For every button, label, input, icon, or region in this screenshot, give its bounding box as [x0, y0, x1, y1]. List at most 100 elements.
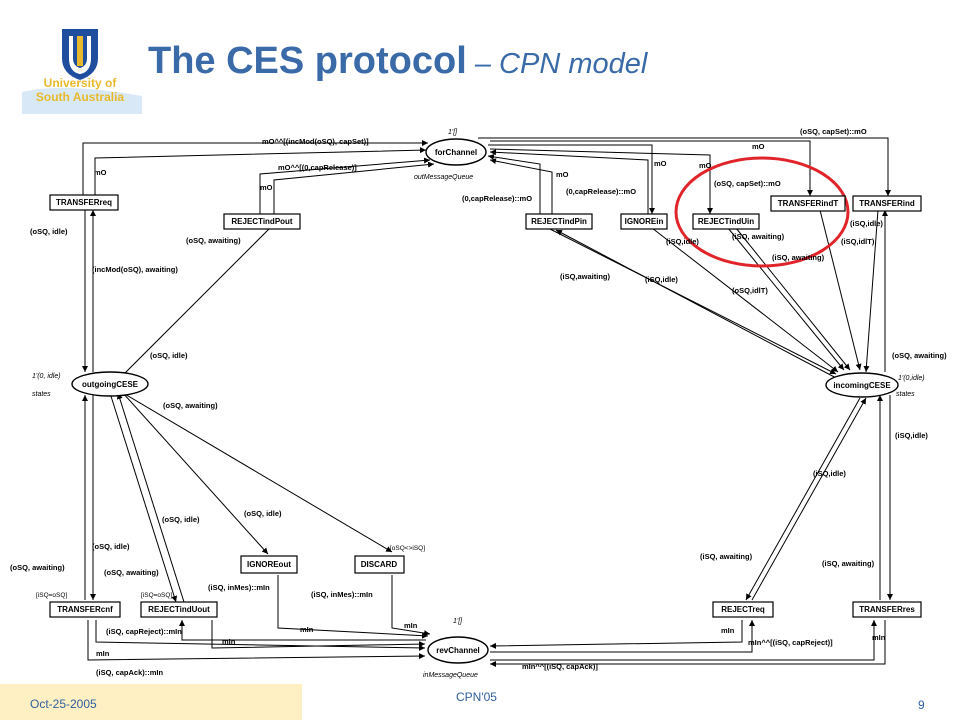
- svg-text:outMessageQueue: outMessageQueue: [414, 174, 473, 181]
- svg-text:(iSQ, awaiting): (iSQ, awaiting): [732, 232, 785, 241]
- svg-text:(iSQ, inMes)::mIn: (iSQ, inMes)::mIn: [311, 590, 373, 599]
- svg-text:TRANSFERcnf: TRANSFERcnf: [57, 605, 113, 614]
- svg-text:revChannel: revChannel: [436, 646, 480, 655]
- svg-text:TRANSFERreq: TRANSFERreq: [56, 198, 112, 207]
- transition-REJECTindPin: REJECTindPin: [525, 213, 593, 230]
- svg-text:(iSQ, awaiting): (iSQ, awaiting): [772, 253, 825, 262]
- svg-text:REJECTindUin: REJECTindUin: [698, 217, 754, 226]
- svg-text:(iSQ, awaiting): (iSQ, awaiting): [700, 552, 753, 561]
- svg-text:(oSQ,idlT): (oSQ,idlT): [732, 286, 768, 295]
- svg-text:(oSQ, idle): (oSQ, idle): [92, 542, 130, 551]
- guard-rejectinduout: [iSQ=oSQ]: [141, 592, 172, 599]
- svg-text:TRANSFERind: TRANSFERind: [859, 199, 915, 208]
- svg-text:mIn: mIn: [721, 626, 735, 635]
- arc-labels: mO^^[(incMod(oSQ), capSet)] mO^^[(0,capR…: [10, 127, 947, 677]
- svg-text:(oSQ, awaiting): (oSQ, awaiting): [10, 563, 65, 572]
- svg-text:(oSQ, idle): (oSQ, idle): [162, 515, 200, 524]
- transition-TRANSFERcnf: TRANSFERcnf: [49, 601, 121, 618]
- transition-REJECTindPout: REJECTindPout: [223, 213, 301, 230]
- svg-text:1'[]: 1'[]: [448, 129, 458, 136]
- svg-text:(oSQ, awaiting): (oSQ, awaiting): [104, 568, 159, 577]
- place-forChannel: forChannel 1'[] outMessageQueue: [414, 129, 487, 181]
- university-line1: University of: [43, 76, 117, 90]
- svg-text:mIn: mIn: [222, 637, 236, 646]
- svg-text:(iSQ, capReject)::mIn: (iSQ, capReject)::mIn: [106, 627, 182, 636]
- footer-bar: [0, 684, 302, 720]
- svg-text:(iSQ,idle): (iSQ,idle): [813, 469, 846, 478]
- svg-text:(oSQ, idle): (oSQ, idle): [244, 509, 282, 518]
- svg-text:1'(0,idle): 1'(0,idle): [898, 375, 925, 382]
- svg-text:mO: mO: [94, 168, 107, 177]
- svg-text:(oSQ, awaiting): (oSQ, awaiting): [186, 236, 241, 245]
- svg-text:inMessageQueue: inMessageQueue: [423, 672, 478, 679]
- svg-text:TRANSFERindT: TRANSFERindT: [778, 199, 839, 208]
- svg-text:mIn^^[(iSQ, capAck)]: mIn^^[(iSQ, capAck)]: [522, 662, 598, 671]
- svg-text:states: states: [896, 391, 915, 398]
- svg-text:(oSQ, capSet)::mO: (oSQ, capSet)::mO: [800, 127, 867, 136]
- slide-title: The CES protocol – CPN model: [148, 40, 647, 83]
- transition-DISCARD: DISCARD: [354, 555, 405, 574]
- guard-transfercnf: [iSQ=oSQ]: [36, 592, 67, 599]
- svg-text:mIn: mIn: [300, 625, 314, 634]
- svg-text:(0,capRelease)::mO: (0,capRelease)::mO: [566, 187, 636, 196]
- svg-text:(iSQ, inMes)::mIn: (iSQ, inMes)::mIn: [208, 583, 270, 592]
- transition-IGNOREout: IGNOREout: [240, 555, 298, 574]
- transition-TRANSFERreq: TRANSFERreq: [49, 194, 119, 211]
- svg-text:IGNOREin: IGNOREin: [625, 217, 664, 226]
- svg-text:mIn: mIn: [96, 649, 110, 658]
- svg-text:1'(0, idle): 1'(0, idle): [32, 373, 61, 380]
- title-main: The CES protocol: [148, 40, 467, 82]
- place-incomingCESE: incomingCESE 1'(0,idle) states: [825, 372, 925, 398]
- university-line2: South Australia: [35, 90, 125, 104]
- transition-TRANSFERres: TRANSFERres: [852, 601, 922, 618]
- university-logo: [22, 29, 142, 114]
- svg-text:REJECTreq: REJECTreq: [721, 605, 765, 614]
- svg-text:(oSQ, awaiting): (oSQ, awaiting): [163, 401, 218, 410]
- svg-text:mO: mO: [260, 183, 273, 192]
- svg-text:outgoingCESE: outgoingCESE: [82, 380, 139, 389]
- svg-text:incomingCESE: incomingCESE: [833, 381, 891, 390]
- svg-text:mIn: mIn: [872, 633, 886, 642]
- svg-text:mIn^^[(iSQ, capReject)]: mIn^^[(iSQ, capReject)]: [748, 638, 833, 647]
- university-name: University of South Australia: [24, 76, 136, 104]
- svg-text:mO: mO: [699, 161, 712, 170]
- svg-text:mO: mO: [556, 170, 569, 179]
- svg-text:(iSQ,idlT): (iSQ,idlT): [841, 237, 875, 246]
- svg-text:(incMod(oSQ), awaiting): (incMod(oSQ), awaiting): [92, 265, 178, 274]
- transition-REJECTindUin: REJECTindUin: [692, 213, 760, 230]
- svg-text:(oSQ, idle): (oSQ, idle): [30, 227, 68, 236]
- svg-text:(oSQ, capSet)::mO: (oSQ, capSet)::mO: [714, 179, 781, 188]
- svg-text:(oSQ, idle): (oSQ, idle): [150, 351, 188, 360]
- svg-text:mO: mO: [752, 142, 765, 151]
- svg-text:states: states: [32, 391, 51, 398]
- svg-text:REJECTindUout: REJECTindUout: [148, 605, 210, 614]
- transition-REJECTindUout: REJECTindUout: [140, 601, 218, 618]
- svg-text:(iSQ,awaiting): (iSQ,awaiting): [560, 272, 611, 281]
- footer-conference: CPN'05: [456, 690, 497, 704]
- svg-text:DISCARD: DISCARD: [361, 560, 398, 569]
- svg-text:(iSQ,idle): (iSQ,idle): [666, 237, 699, 246]
- svg-text:mO: mO: [654, 159, 667, 168]
- transition-IGNOREin: IGNOREin: [620, 213, 668, 230]
- arc-lines: [82, 137, 893, 667]
- svg-text:mO^^[(0,capRelease)]: mO^^[(0,capRelease)]: [278, 163, 357, 172]
- svg-text:(iSQ,idle): (iSQ,idle): [645, 275, 678, 284]
- svg-text:mIn: mIn: [404, 621, 418, 630]
- svg-text:TRANSFERres: TRANSFERres: [859, 605, 915, 614]
- page-number: 9: [918, 698, 925, 712]
- transition-REJECTreq: REJECTreq: [712, 601, 774, 618]
- transition-TRANSFERind: TRANSFERind: [852, 195, 922, 212]
- transition-TRANSFERindT: TRANSFERindT: [770, 195, 846, 212]
- svg-text:(oSQ, awaiting): (oSQ, awaiting): [892, 351, 947, 360]
- svg-text:REJECTindPout: REJECTindPout: [231, 217, 293, 226]
- svg-text:forChannel: forChannel: [435, 148, 477, 157]
- svg-text:mO^^[(incMod(oSQ), capSet)]: mO^^[(incMod(oSQ), capSet)]: [262, 137, 369, 146]
- guard-discard: [oSQ<>iSQ]: [390, 545, 425, 552]
- footer-date: Oct-25-2005: [30, 697, 97, 711]
- svg-text:REJECTindPin: REJECTindPin: [531, 217, 587, 226]
- highlight-circle: [674, 156, 850, 268]
- svg-text:(iSQ,idle): (iSQ,idle): [850, 219, 883, 228]
- title-sub: – CPN model: [466, 48, 648, 80]
- place-revChannel: revChannel 1'[] inMessageQueue: [423, 618, 489, 679]
